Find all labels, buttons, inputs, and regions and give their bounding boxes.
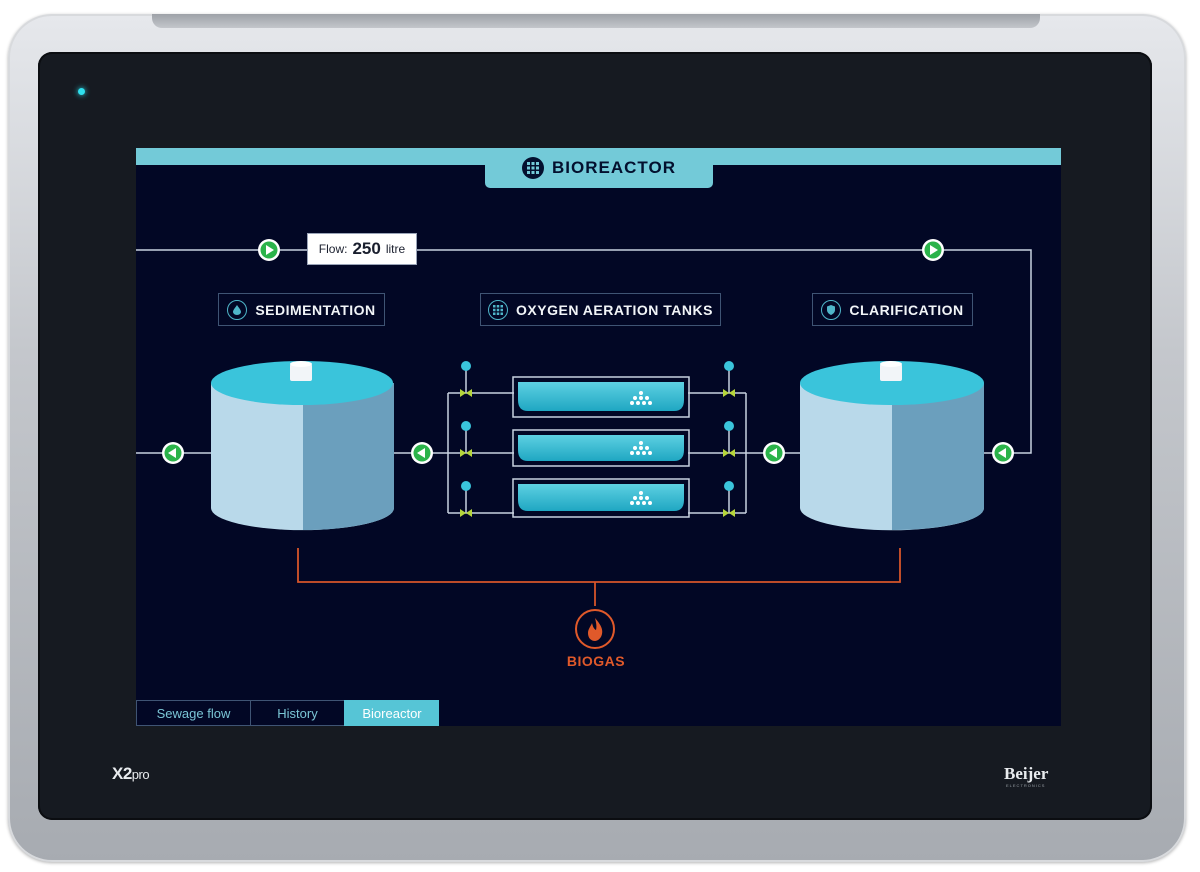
page-title: BIOREACTOR [552, 158, 676, 177]
flow-label: Flow: [318, 242, 348, 256]
tab-bioreactor[interactable]: Bioreactor [344, 700, 439, 726]
flow-value: 250 [352, 239, 381, 258]
sedimentation-label: SEDIMENTATION [218, 293, 385, 326]
valve-icon[interactable] [460, 481, 472, 517]
pump-icon[interactable] [763, 442, 785, 464]
aeration-tank[interactable] [512, 376, 690, 418]
aeration-tank[interactable] [512, 429, 690, 467]
recirculation-pipe [136, 249, 1032, 454]
droplet-icon [227, 299, 248, 320]
power-led-icon [78, 88, 85, 95]
pump-icon[interactable] [258, 239, 280, 261]
hmi-screen: BIOREACTOR [136, 148, 1061, 726]
flame-icon [575, 609, 615, 649]
bezel-top-edge [152, 14, 1040, 28]
pump-icon[interactable] [922, 239, 944, 261]
maker-logo: Beijer [1004, 764, 1049, 783]
pump-icon[interactable] [411, 442, 433, 464]
flow-unit: litre [385, 242, 406, 256]
valve-icon[interactable] [723, 361, 735, 397]
biogas-label: BIOGAS [566, 653, 626, 669]
tab-sewage-flow[interactable]: Sewage flow [136, 700, 250, 726]
flow-readout: Flow: 250 litre [308, 234, 416, 264]
pump-icon[interactable] [992, 442, 1014, 464]
clarification-label: CLARIFICATION [812, 293, 973, 326]
pump-icon[interactable] [162, 442, 184, 464]
valve-icon[interactable] [723, 421, 735, 457]
tab-history[interactable]: History [250, 700, 344, 726]
grid-icon [488, 299, 509, 320]
aeration-tank[interactable] [512, 478, 690, 518]
sedimentation-tank[interactable] [211, 361, 394, 531]
valve-icon[interactable] [460, 421, 472, 457]
process-diagram [136, 239, 1032, 649]
clarification-tank[interactable] [800, 361, 984, 531]
valve-icon[interactable] [460, 361, 472, 397]
grid-icon [522, 157, 544, 179]
title-tab: BIOREACTOR [485, 148, 713, 188]
process-pipes [136, 392, 1006, 514]
valve-icon[interactable] [723, 481, 735, 517]
screen-nav: Sewage flow History Bioreactor [136, 700, 439, 726]
maker-logo-sub: ELECTRONICS [1006, 783, 1046, 788]
model-logo: X2pro [112, 764, 150, 783]
shield-icon [821, 299, 842, 320]
biogas-pipe [297, 548, 901, 606]
aeration-label: OXYGEN AERATION TANKS [480, 293, 721, 326]
